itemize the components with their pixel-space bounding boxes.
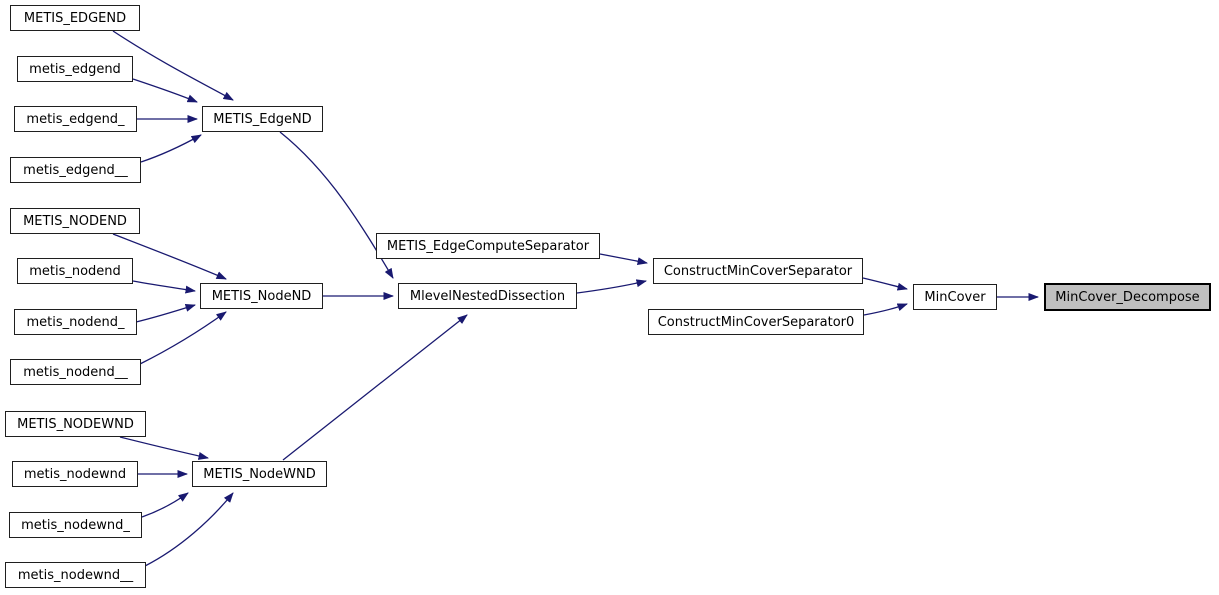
edge-metis_edgend-METIS_EdgeND — [132, 78, 198, 103]
edge-metis_nodewnd__-METIS_NodeWND — [144, 492, 234, 567]
edge-METIS_NODEWND-METIS_NodeWND — [119, 436, 209, 460]
node-metis-edgend-uu[interactable]: metis_edgend__ — [10, 157, 141, 183]
edge-METIS_NODEND-METIS_NodeND — [112, 233, 227, 280]
node-metis-nodend[interactable]: metis_nodend — [17, 258, 133, 284]
node-metis-nodend-fn[interactable]: METIS_NodeND — [200, 283, 323, 309]
node-metis-nodend-caps[interactable]: METIS_NODEND — [10, 208, 140, 234]
edge-METIS_EdgeND-MlevelNestedDissection — [279, 131, 394, 279]
node-metis-nodewnd-caps[interactable]: METIS_NODEWND — [5, 411, 146, 437]
node-metis-nodend-uu[interactable]: metis_nodend__ — [10, 359, 141, 385]
node-metis-edgend-caps[interactable]: METIS_EDGEND — [10, 5, 140, 31]
node-mlevel-nested-dissection[interactable]: MlevelNestedDissection — [398, 283, 577, 309]
edge-METIS_NodeWND-MlevelNestedDissection — [282, 314, 468, 461]
node-metis-nodewnd-fn[interactable]: METIS_NodeWND — [192, 461, 327, 487]
node-metis-edgend[interactable]: metis_edgend — [17, 56, 133, 82]
node-edge-compute-separator[interactable]: METIS_EdgeComputeSeparator — [376, 233, 600, 259]
node-metis-edgend-fn[interactable]: METIS_EdgeND — [202, 106, 323, 132]
node-mincover[interactable]: MinCover — [913, 284, 997, 310]
edge-MlevelNestedDissection-ConstructMinCoverSeparator — [576, 279, 647, 294]
node-metis-nodewnd-uu[interactable]: metis_nodewnd__ — [5, 562, 146, 588]
edge-METIS_EDGEND-METIS_EdgeND — [112, 30, 234, 101]
edge-metis_nodend_-METIS_NodeND — [135, 304, 196, 323]
edge-metis_nodend-METIS_NodeND — [132, 280, 196, 294]
edge-metis_edgend__-METIS_EdgeND — [140, 134, 202, 163]
node-metis-edgend-u[interactable]: metis_edgend_ — [14, 106, 137, 132]
edge-ConstructMinCoverSeparator-MinCover — [862, 277, 908, 291]
edge-metis_nodend__-METIS_NodeND — [139, 311, 227, 365]
edge-METIS_EdgeComputeSeparator-ConstructMinCoverSeparator — [599, 253, 648, 266]
node-construct-min-cover-separator0[interactable]: ConstructMinCoverSeparator0 — [648, 309, 864, 335]
edge-ConstructMinCoverSeparator0-MinCover — [863, 303, 908, 316]
node-construct-min-cover-separator[interactable]: ConstructMinCoverSeparator — [653, 258, 863, 284]
node-metis-nodewnd[interactable]: metis_nodewnd — [12, 461, 138, 487]
node-metis-nodend-u[interactable]: metis_nodend_ — [14, 309, 137, 335]
node-metis-nodewnd-u[interactable]: metis_nodewnd_ — [9, 512, 142, 538]
node-mincover-decompose: MinCover_Decompose — [1044, 283, 1211, 311]
edge-metis_nodewnd_-METIS_NodeWND — [141, 492, 189, 518]
